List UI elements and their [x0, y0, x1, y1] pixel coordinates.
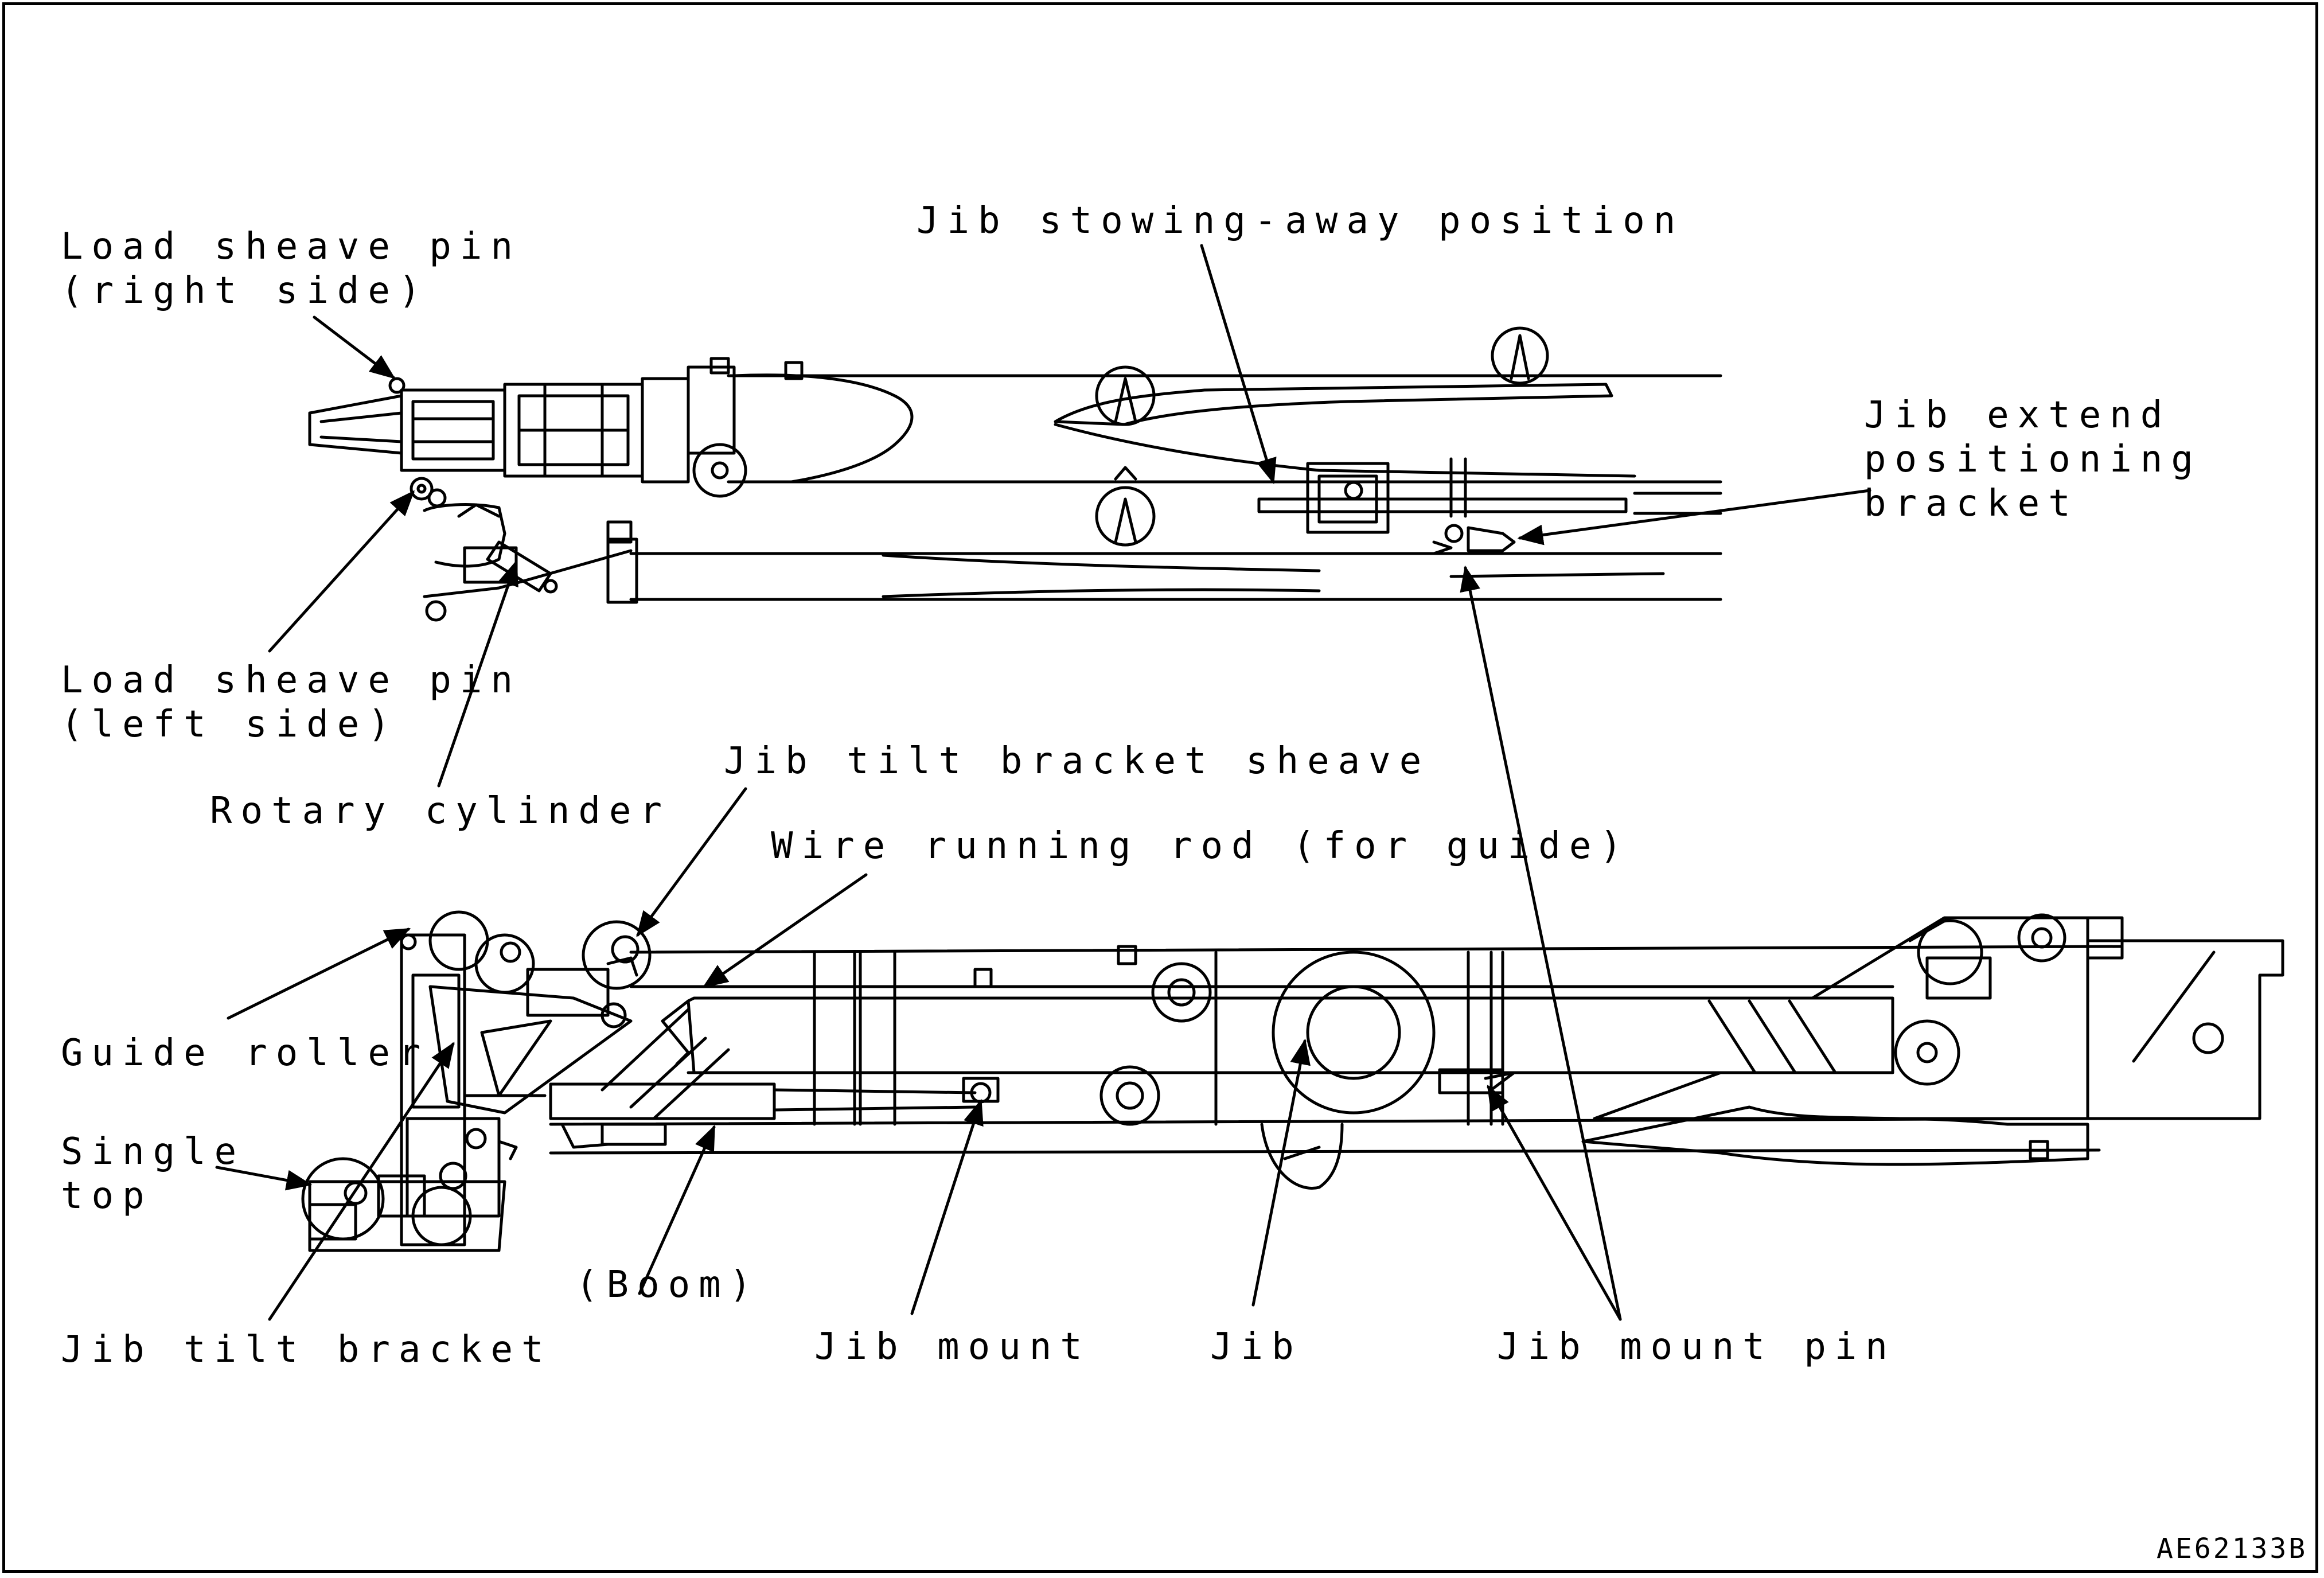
label-line: Load sheave pin: [61, 659, 521, 702]
label-wire-running-rod: Wire running rod (for guide): [771, 825, 1631, 867]
label-boom: (Boom): [576, 1264, 761, 1306]
label-line: bracket: [1864, 482, 2079, 525]
top-view-boom-assembly: [308, 326, 1722, 622]
drawing-code: AE62133B: [2157, 1533, 2308, 1565]
label-rotary-cylinder: Rotary cylinder: [210, 790, 670, 832]
label-jib-tilt-bracket-sheave: Jib tilt bracket sheave: [724, 740, 1430, 782]
label-guide-roller: Guide roller: [61, 1032, 430, 1074]
label-jib-mount-pin: Jib mount pin: [1497, 1326, 1896, 1368]
label-jib: Jib: [1210, 1326, 1303, 1368]
label-line: Jib extend: [1864, 394, 2171, 437]
label-line: (right side): [61, 270, 430, 312]
leader-lines: [215, 244, 1871, 1321]
label-jib-tilt-bracket: Jib tilt bracket: [61, 1328, 552, 1371]
label-load-sheave-pin-right: Load sheave pin (right side): [61, 225, 521, 313]
label-load-sheave-pin-left: Load sheave pin (left side): [61, 659, 521, 747]
label-line: top: [61, 1175, 153, 1217]
side-view-boom-assembly: [301, 910, 2284, 1252]
label-line: Single: [61, 1131, 245, 1173]
label-single-top: Single top: [61, 1130, 245, 1218]
label-line: (left side): [61, 703, 399, 746]
label-jib-stowing-away-position: Jib stowing-away position: [917, 200, 1684, 242]
label-jib-mount: Jib mount: [814, 1326, 1091, 1368]
label-line: positioning: [1864, 438, 2202, 481]
label-jib-extend-positioning-bracket: Jib extend positioning bracket: [1864, 393, 2202, 526]
label-line: Load sheave pin: [61, 225, 521, 268]
